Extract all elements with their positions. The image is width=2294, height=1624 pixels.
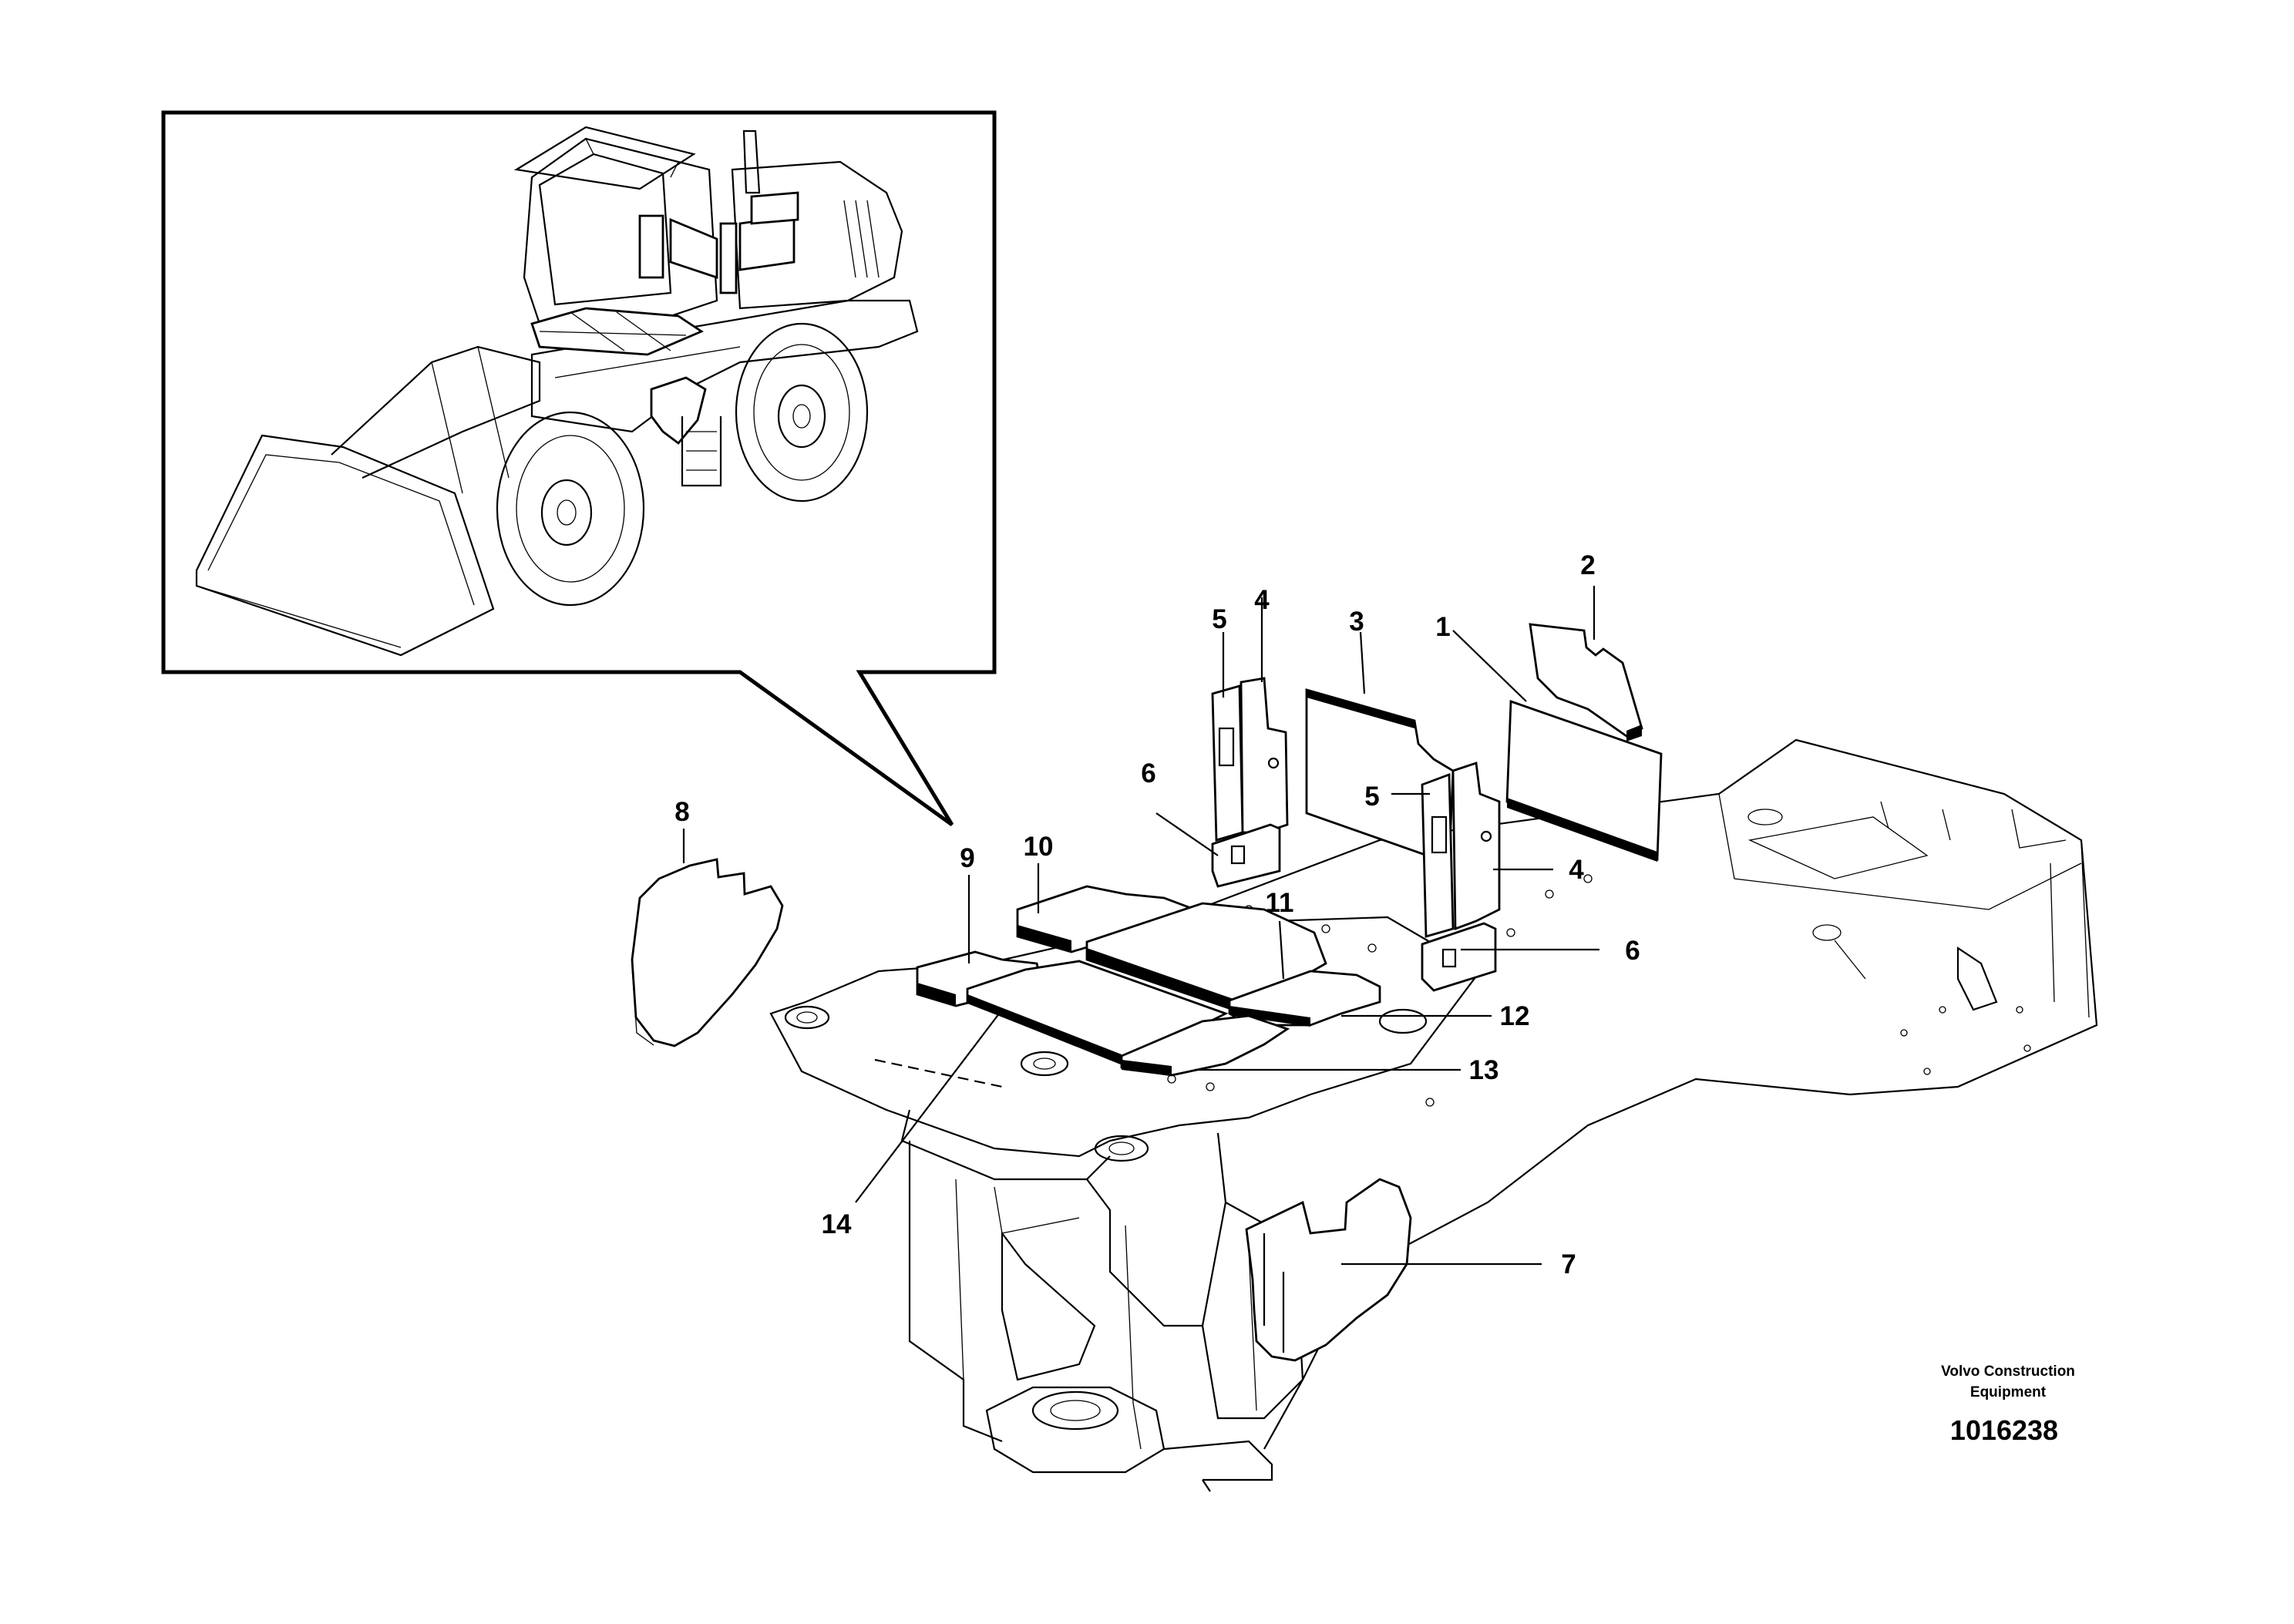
part-4a <box>1240 677 1289 834</box>
callout-6a: 6 <box>1141 758 1155 788</box>
callout-10: 10 <box>1024 832 1054 862</box>
part-8 <box>631 858 784 1047</box>
parts-group <box>631 623 1663 1362</box>
callout-7: 7 <box>1561 1249 1576 1279</box>
callout-2: 2 <box>1580 550 1595 580</box>
callout-9: 9 <box>960 843 974 873</box>
part-6a <box>1211 823 1281 888</box>
inset-overview <box>161 110 997 827</box>
callout-5b: 5 <box>1364 782 1379 812</box>
callout-3: 3 <box>1349 607 1364 637</box>
callout-6b: 6 <box>1625 936 1640 966</box>
callout-13: 13 <box>1469 1055 1499 1085</box>
brand-line-1: Volvo Construction <box>1941 1363 2075 1380</box>
callout-4a: 4 <box>1254 585 1270 615</box>
part-4b <box>1451 762 1501 931</box>
callout-8: 8 <box>674 797 689 827</box>
leader-dashed-8 <box>874 1058 1003 1088</box>
part-6b <box>1421 922 1497 992</box>
callout-5a: 5 <box>1212 604 1226 634</box>
wheel-loader-illustration <box>195 126 919 657</box>
brand-line-2: Equipment <box>1970 1384 2047 1400</box>
document-number: 1016238 <box>1950 1414 2058 1446</box>
callout-11: 11 <box>1266 888 1294 918</box>
callout-labels: 1 2 3 4 4 5 5 6 6 7 8 9 10 11 12 13 14 <box>674 550 1640 1279</box>
part-5b <box>1421 773 1455 938</box>
part-2 <box>1529 623 1643 738</box>
callout-4b: 4 <box>1569 855 1584 885</box>
callout-14: 14 <box>822 1209 852 1239</box>
callout-12: 12 <box>1500 1001 1530 1031</box>
part-5a <box>1211 684 1244 842</box>
inset-callout-frame <box>161 110 997 827</box>
part-7 <box>1245 1178 1412 1362</box>
part-3 <box>1305 688 1455 865</box>
main-frame-drawing <box>769 738 2098 1492</box>
footer-brand: Volvo Construction Equipment 1016238 <box>1941 1363 2075 1446</box>
leader-lines <box>682 586 1599 1266</box>
callout-1: 1 <box>1435 612 1450 642</box>
